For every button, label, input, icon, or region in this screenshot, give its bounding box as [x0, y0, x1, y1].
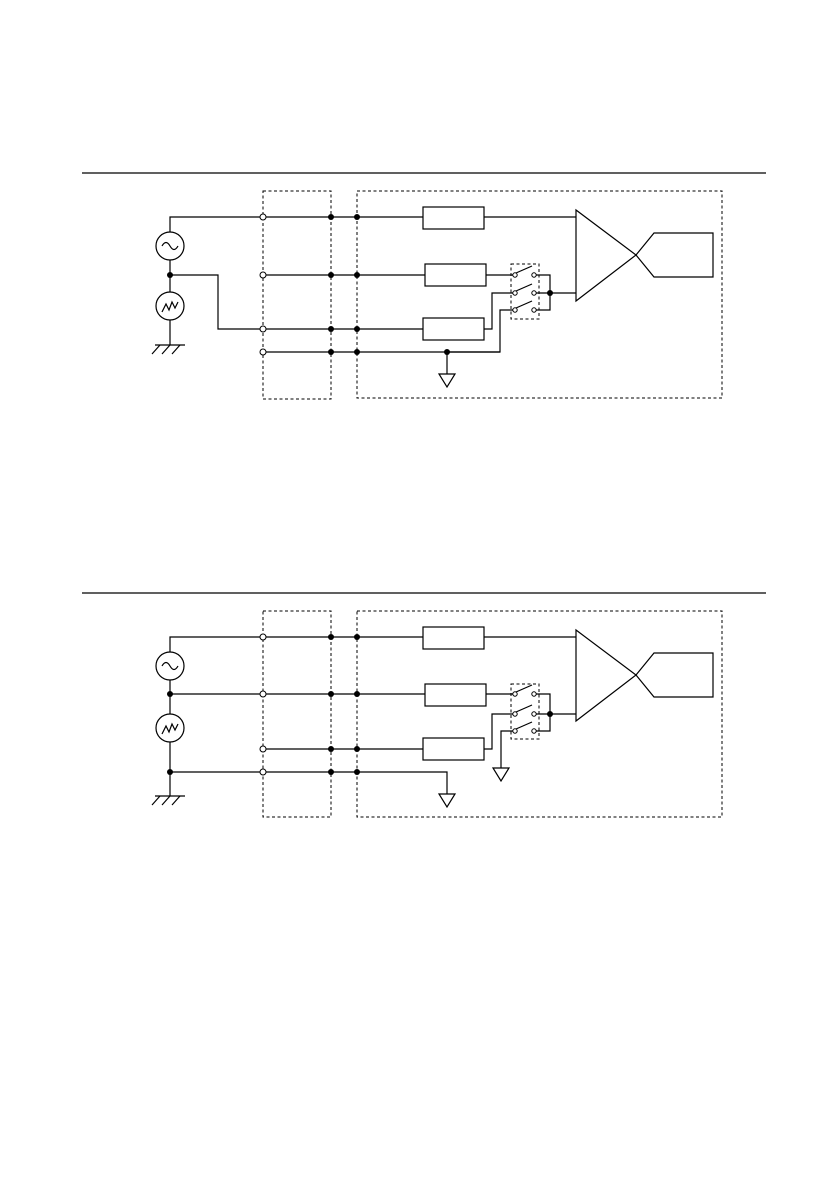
amplifier-icon — [576, 630, 636, 721]
terminal-block-box — [263, 191, 331, 399]
resistor — [423, 318, 484, 340]
terminal-block-box — [263, 611, 331, 817]
switch-icon — [511, 264, 576, 319]
output-shape — [636, 653, 713, 697]
device-box — [357, 191, 722, 398]
output-shape — [636, 233, 713, 277]
resistor — [425, 684, 486, 706]
resistor — [425, 264, 486, 286]
noise-source-icon — [156, 714, 184, 742]
amplifier-icon — [576, 210, 636, 301]
schematic-bottom — [82, 593, 766, 817]
schematic-top — [82, 173, 766, 399]
terminal — [260, 634, 266, 775]
connector-dots — [328, 634, 360, 775]
chassis-ground-icon — [439, 794, 455, 807]
chassis-ground-icon — [439, 352, 455, 387]
resistor — [423, 627, 484, 649]
earth-ground-icon — [152, 320, 185, 354]
noise-source-icon — [156, 292, 184, 320]
ac-source-icon — [156, 652, 184, 680]
ac-source-icon — [156, 232, 184, 260]
connector-dots — [328, 214, 360, 355]
resistor — [423, 738, 484, 760]
resistor — [423, 207, 484, 229]
switch-icon — [511, 684, 576, 739]
